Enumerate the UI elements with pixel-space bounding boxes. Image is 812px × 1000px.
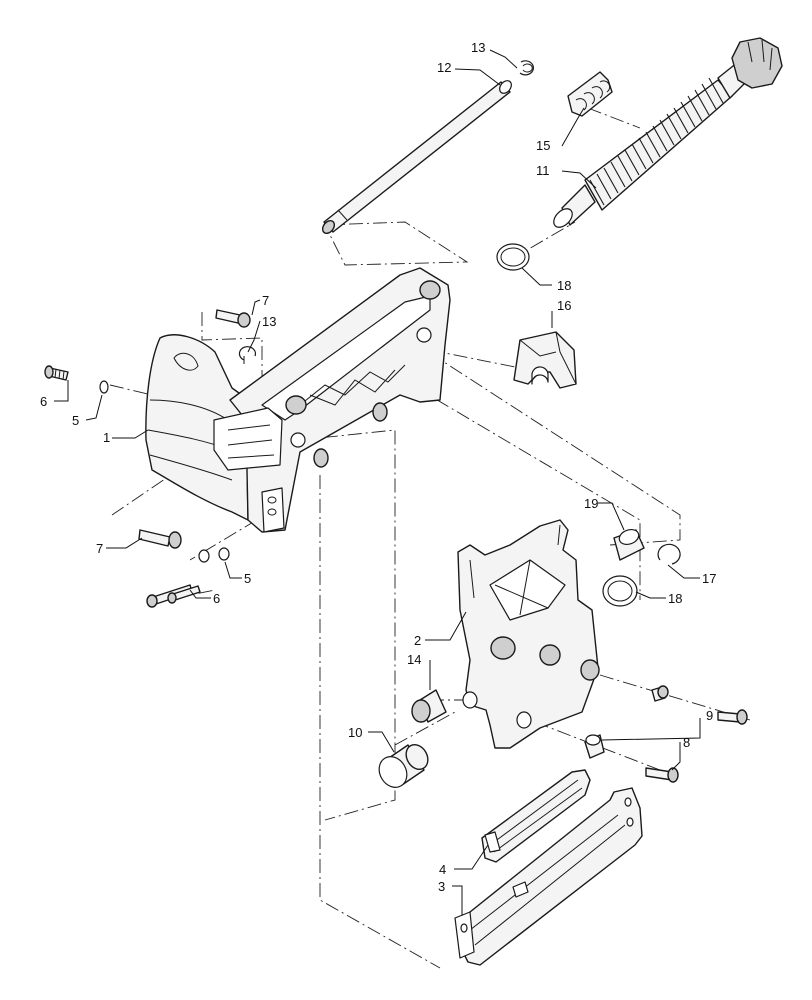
callout-15: 15 <box>536 138 550 153</box>
callout-11: 11 <box>536 163 550 178</box>
assembly-centerlines <box>109 107 751 969</box>
part-7-cap-screw-top <box>215 309 251 328</box>
callout-4: 4 <box>439 862 446 877</box>
part-12-pin <box>321 80 512 235</box>
part-15-spring-clip <box>567 71 613 117</box>
callout-7-lower: 7 <box>96 541 103 556</box>
callout-19: 19 <box>584 496 598 511</box>
part-13-snap-ring-top <box>519 60 534 76</box>
part-5-washer-upper <box>99 380 109 394</box>
part-13-snap-ring-mid <box>238 346 257 364</box>
callout-12: 12 <box>437 60 451 75</box>
callout-13-top: 13 <box>471 40 485 55</box>
callout-5-upper: 5 <box>72 413 79 428</box>
callout-3: 3 <box>438 879 445 894</box>
part-14-flanged-bushing <box>411 689 447 723</box>
callout-7-top: 7 <box>262 293 269 308</box>
callout-16: 16 <box>557 298 571 313</box>
part-18-o-ring-top <box>496 243 530 271</box>
callout-13-mid: 13 <box>262 314 276 329</box>
callout-5-lower: 5 <box>244 571 251 586</box>
part-18-o-ring-lower <box>602 575 638 607</box>
part-2-bracket-plate <box>457 519 600 749</box>
part-5-washer-lower <box>198 547 230 563</box>
part-17-snap-ring <box>657 543 681 565</box>
part-3-skid-plate <box>454 787 643 966</box>
callout-14: 14 <box>407 652 421 667</box>
part-6-bolts-lower <box>146 584 201 608</box>
part-9-bushing <box>584 734 605 759</box>
callout-6-lower: 6 <box>213 591 220 606</box>
callout-2: 2 <box>414 633 421 648</box>
part-6-bolt-upper <box>44 365 69 381</box>
part-7-cap-screw-lower <box>138 529 182 549</box>
part-1-main-housing <box>145 267 451 533</box>
callout-18-top: 18 <box>557 278 571 293</box>
part-19-bushing <box>613 528 645 561</box>
callout-1: 1 <box>103 430 110 445</box>
callout-17: 17 <box>702 571 716 586</box>
part-16-fork-bracket <box>513 331 577 389</box>
callout-8: 8 <box>683 735 690 750</box>
part-8-bolts <box>645 685 748 783</box>
callout-18-lower: 18 <box>668 591 682 606</box>
callout-9: 9 <box>706 708 713 723</box>
callout-10: 10 <box>348 725 362 740</box>
callout-leaders <box>54 49 701 915</box>
part-10-roller <box>378 743 429 788</box>
part-11-spring-rod <box>553 37 783 228</box>
callout-6-upper: 6 <box>40 394 47 409</box>
callout-labels: 13 12 15 11 18 16 7 13 6 5 1 19 7 17 5 6… <box>40 40 716 894</box>
